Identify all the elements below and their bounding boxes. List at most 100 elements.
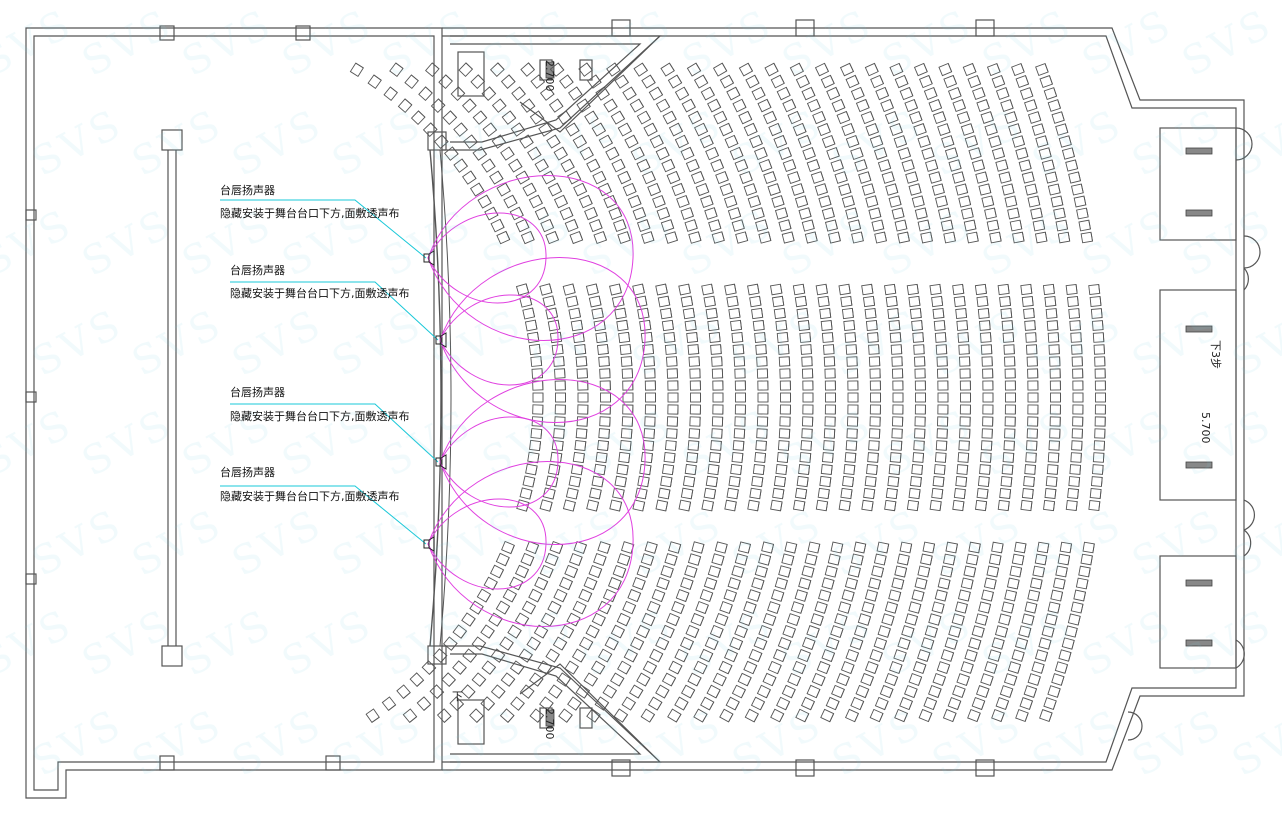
seat bbox=[885, 487, 898, 500]
seat bbox=[864, 589, 878, 602]
seat bbox=[770, 74, 785, 89]
seat bbox=[436, 708, 452, 724]
seat bbox=[1014, 541, 1027, 554]
seat bbox=[666, 368, 679, 379]
seat bbox=[1043, 499, 1056, 512]
seat bbox=[800, 344, 812, 355]
seat bbox=[397, 98, 413, 114]
seat bbox=[725, 696, 740, 711]
seat bbox=[1006, 577, 1020, 590]
seat bbox=[869, 135, 884, 149]
seat bbox=[968, 541, 981, 554]
seat bbox=[981, 356, 993, 367]
seat bbox=[515, 170, 530, 185]
seat bbox=[453, 158, 469, 173]
seat bbox=[611, 158, 626, 173]
seat bbox=[470, 74, 486, 89]
seat bbox=[548, 98, 564, 113]
seat bbox=[738, 541, 752, 554]
seat bbox=[1031, 661, 1045, 674]
seat bbox=[1094, 416, 1106, 427]
seat bbox=[515, 218, 530, 233]
seat bbox=[771, 295, 785, 308]
seat bbox=[885, 183, 899, 196]
seat bbox=[568, 307, 582, 320]
seat bbox=[1065, 283, 1078, 296]
seat bbox=[755, 219, 769, 232]
seat bbox=[711, 553, 725, 566]
callout-4-title: 台唇扬声器 bbox=[220, 466, 275, 479]
seat bbox=[767, 601, 781, 614]
seat bbox=[960, 392, 971, 403]
seat bbox=[1039, 709, 1053, 723]
seat bbox=[825, 637, 840, 651]
stair-down-label: 下3步 bbox=[1209, 340, 1222, 369]
seat bbox=[1038, 147, 1052, 160]
seat bbox=[767, 660, 782, 675]
seat bbox=[1019, 87, 1034, 100]
seat bbox=[1025, 332, 1037, 343]
seat bbox=[756, 368, 769, 379]
seat bbox=[529, 110, 545, 125]
seat bbox=[532, 404, 544, 415]
seat bbox=[960, 577, 974, 590]
seat bbox=[584, 206, 598, 221]
seat bbox=[861, 499, 874, 512]
seat bbox=[802, 392, 814, 403]
seat bbox=[590, 660, 606, 675]
seat bbox=[888, 661, 903, 675]
seat bbox=[597, 541, 611, 554]
seat bbox=[708, 332, 721, 344]
seat bbox=[929, 499, 942, 512]
seat bbox=[1009, 219, 1023, 232]
seat bbox=[597, 648, 613, 663]
seat bbox=[956, 673, 970, 686]
seat bbox=[1029, 577, 1043, 590]
seat bbox=[934, 452, 947, 463]
seat bbox=[553, 588, 568, 603]
seat bbox=[500, 146, 515, 161]
seat bbox=[712, 62, 728, 77]
seat bbox=[732, 344, 745, 355]
seat bbox=[801, 356, 813, 367]
seat bbox=[1049, 368, 1061, 379]
seat bbox=[518, 648, 533, 663]
seat bbox=[639, 463, 652, 476]
seat bbox=[610, 110, 626, 125]
seat bbox=[781, 684, 796, 699]
seat bbox=[778, 428, 791, 439]
seat bbox=[1004, 416, 1016, 427]
seat bbox=[818, 589, 832, 602]
seat bbox=[600, 392, 611, 403]
seat bbox=[735, 392, 746, 403]
seat bbox=[847, 380, 859, 391]
seat bbox=[899, 541, 913, 554]
seat bbox=[908, 601, 922, 614]
seat bbox=[871, 565, 885, 578]
seat bbox=[952, 499, 965, 512]
seat bbox=[700, 696, 715, 711]
seat bbox=[801, 565, 815, 578]
seat bbox=[743, 183, 758, 196]
seat bbox=[988, 553, 1002, 566]
seat bbox=[537, 660, 552, 675]
seat bbox=[772, 648, 787, 663]
seat bbox=[901, 625, 915, 638]
seat bbox=[787, 672, 802, 687]
seat bbox=[701, 499, 714, 512]
seat bbox=[705, 475, 718, 488]
seat bbox=[777, 636, 792, 651]
leader-line bbox=[230, 403, 439, 463]
seat bbox=[860, 672, 875, 687]
seat bbox=[821, 207, 835, 220]
seat bbox=[1049, 404, 1061, 415]
seat bbox=[873, 637, 888, 650]
seat bbox=[682, 307, 696, 320]
seat bbox=[865, 122, 880, 137]
seat bbox=[719, 183, 734, 197]
seat bbox=[864, 475, 877, 488]
seat bbox=[778, 146, 792, 161]
seat bbox=[914, 207, 928, 220]
seat bbox=[499, 636, 514, 651]
seat bbox=[1019, 697, 1034, 711]
